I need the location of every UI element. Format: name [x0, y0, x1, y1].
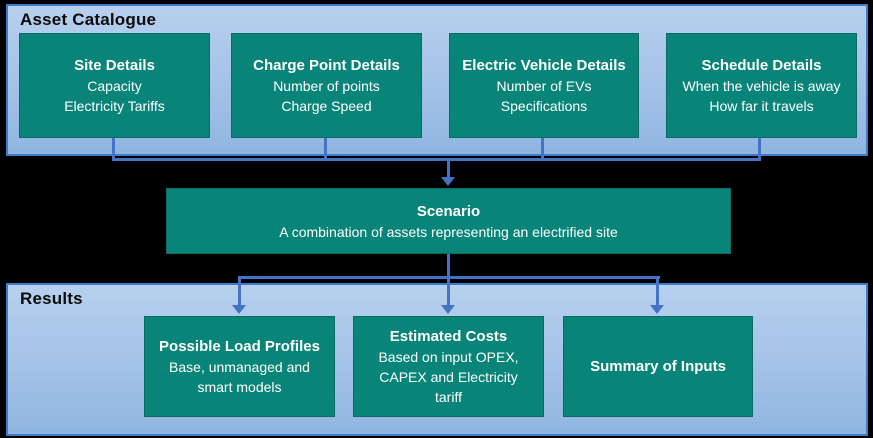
box-line: When the vehicle is away	[682, 78, 841, 94]
arrow-down-icon	[232, 305, 246, 314]
box-title: Electric Vehicle Details	[462, 57, 626, 74]
box-title: Schedule Details	[701, 57, 822, 74]
connector-line-charge-point	[324, 138, 327, 161]
box-line: tariff	[435, 389, 462, 405]
box-title: Summary of Inputs	[590, 358, 726, 375]
box-title: Possible Load Profiles	[159, 338, 320, 355]
connector-drop-estimated-costs	[447, 276, 450, 307]
connector-drop-load-profiles	[238, 276, 241, 307]
arrow-down-icon	[650, 305, 664, 314]
connector-bus-assets	[112, 158, 761, 161]
box-title: Charge Point Details	[253, 57, 400, 74]
box-line: CAPEX and Electricity	[379, 369, 518, 385]
box-line: Capacity	[87, 78, 142, 94]
box-line: Specifications	[500, 98, 588, 114]
result-box-summary-of-inputs: Summary of Inputs	[563, 316, 753, 417]
box-title: Site Details	[74, 57, 155, 74]
result-box-estimated-costs: Estimated Costs Based on input OPEX, CAP…	[353, 316, 544, 417]
arrow-down-icon	[441, 305, 455, 314]
connector-line-schedule	[758, 138, 761, 161]
results-title: Results	[20, 289, 83, 308]
arrow-down-icon	[441, 177, 455, 186]
connector-line-ev	[541, 138, 544, 161]
asset-box-schedule-details: Schedule Details When the vehicle is awa…	[666, 33, 857, 138]
box-line: Number of EVs	[496, 78, 592, 94]
box-line: Base, unmanaged and	[169, 359, 310, 375]
box-line: Charge Speed	[281, 98, 372, 114]
connector-drop-summary	[656, 276, 659, 307]
asset-catalogue-title: Asset Catalogue	[20, 10, 157, 29]
box-line: Based on input OPEX,	[378, 349, 519, 365]
connector-stem-from-scenario	[447, 254, 450, 279]
scenario-box: Scenario A combination of assets represe…	[166, 188, 731, 254]
asset-box-electric-vehicle-details: Electric Vehicle Details Number of EVs S…	[449, 33, 639, 138]
box-line: smart models	[197, 379, 282, 395]
asset-box-charge-point-details: Charge Point Details Number of points Ch…	[231, 33, 422, 138]
connector-stem-scenario	[447, 158, 450, 179]
scenario-subtitle: A combination of assets representing an …	[279, 223, 618, 240]
box-line: How far it travels	[709, 98, 814, 114]
box-title: Estimated Costs	[389, 328, 508, 345]
result-box-possible-load-profiles: Possible Load Profiles Base, unmanaged a…	[144, 316, 335, 417]
box-line: Number of points	[273, 78, 380, 94]
asset-box-site-details: Site Details Capacity Electricity Tariff…	[19, 33, 210, 138]
connector-line-site	[112, 138, 115, 161]
box-line: Electricity Tariffs	[64, 98, 165, 114]
scenario-title: Scenario	[416, 202, 481, 220]
